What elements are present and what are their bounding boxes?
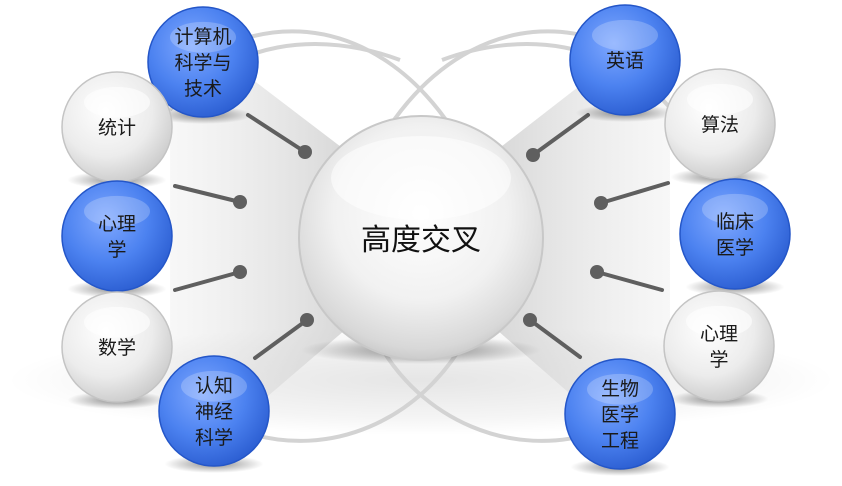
connectors [173, 113, 670, 360]
center-node: 高度交叉 [298, 115, 544, 364]
node-algo-highlight [687, 83, 753, 115]
node-bme-highlight [587, 373, 653, 405]
right-2-connector-dot [594, 196, 608, 210]
node-neuro-highlight [181, 370, 247, 402]
right-band [497, 70, 670, 420]
node-bme-label-line: 生物 [601, 378, 639, 400]
left-1-connector-dot [298, 145, 312, 159]
left-2-connector [173, 184, 242, 204]
node-bme-label-line: 医学 [601, 404, 639, 426]
right-1-connector [531, 113, 590, 157]
node-bme-label-line: 工程 [601, 430, 639, 452]
left-2-connector-dot [233, 195, 247, 209]
node-psy-label-line: 学 [107, 239, 126, 261]
node-bme-circle [564, 358, 676, 470]
node-cs-label-line: 技术 [184, 78, 222, 100]
left-3-connector [173, 270, 242, 292]
right-3-connector [595, 270, 664, 292]
right-4-connector-dot [523, 313, 537, 327]
node-algo-label-line: 算法 [701, 114, 739, 136]
node-psy2-highlight [686, 305, 752, 337]
node-stats-label-line: 统计 [98, 117, 136, 139]
node-clinic-circle [679, 178, 791, 290]
node-stats: 统计 [61, 71, 173, 189]
node-clinic-highlight [702, 193, 768, 225]
center-label: 高度交叉 [361, 223, 481, 258]
node-psy2-label-line: 学 [709, 349, 728, 371]
node-english-highlight [592, 19, 658, 51]
node-neuro-circle [158, 355, 270, 467]
node-clinic-label-line: 医学 [716, 237, 754, 259]
node-cs-label-line: 计算机 [174, 26, 231, 48]
node-english-label-line: 英语 [606, 50, 644, 72]
left-4-connector [253, 318, 309, 360]
left-1-connector [246, 113, 307, 154]
node-stats-highlight [84, 86, 150, 118]
node-cs-highlight [170, 21, 236, 53]
node-neuro-label-line: 认知 [195, 375, 233, 397]
right-3-connector-dot [590, 265, 604, 279]
node-psy: 心理学 [61, 180, 173, 298]
node-clinic-label-line: 临床 [716, 211, 754, 233]
center-highlight [331, 136, 511, 220]
node-math: 数学 [61, 291, 173, 409]
node-english-circle [569, 4, 681, 116]
node-neuro-label-line: 科学 [195, 427, 233, 449]
node-cs-circle [147, 6, 259, 118]
left-4-connector-dot [300, 313, 314, 327]
node-english: 英语 [569, 4, 681, 122]
right-2-connector [599, 181, 670, 205]
node-algo: 算法 [664, 68, 776, 186]
node-psy2: 心理学 [663, 290, 775, 408]
node-math-label-line: 数学 [98, 337, 136, 359]
left-3-connector-dot [233, 265, 247, 279]
right-4-connector [528, 318, 582, 359]
node-psy-label-line: 心理 [98, 213, 136, 235]
node-cs-label-line: 科学与 [174, 52, 231, 74]
right-1-connector-dot [526, 148, 540, 162]
node-psy2-label-line: 心理 [700, 323, 738, 345]
node-math-highlight [84, 306, 150, 338]
node-psy-highlight [84, 195, 150, 227]
node-psy-circle [61, 180, 173, 292]
node-neuro-label-line: 神经 [195, 401, 233, 423]
